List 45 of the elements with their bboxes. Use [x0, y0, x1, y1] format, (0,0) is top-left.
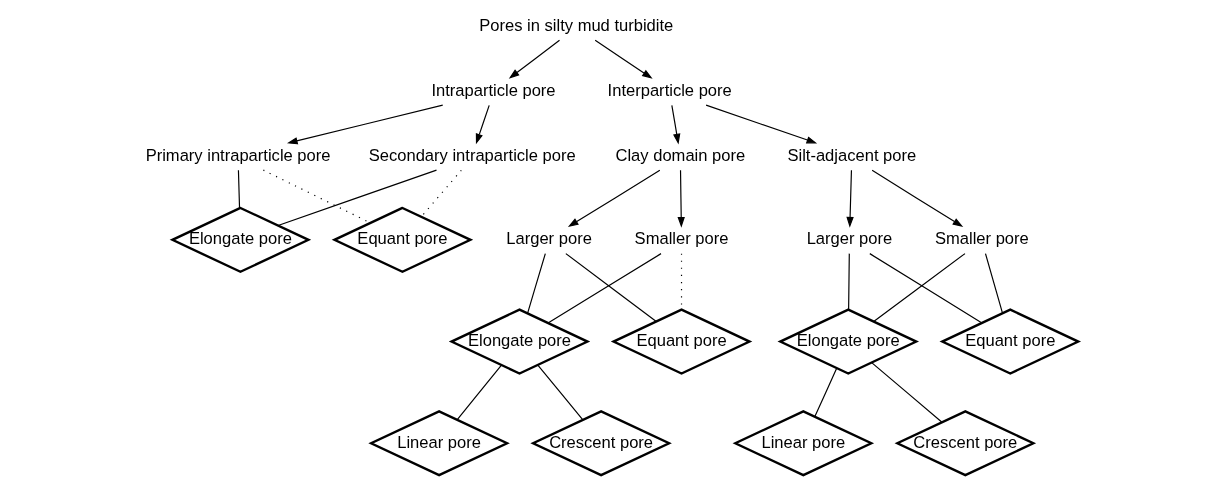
- connector: [536, 364, 583, 421]
- node-text: Secondary intraparticle pore: [368, 145, 576, 165]
- node-text: Smaller pore: [934, 229, 1029, 249]
- node-text: Interparticle pore: [607, 80, 732, 100]
- node-text: Larger pore: [806, 229, 892, 249]
- node-text: Primary intraparticle pore: [145, 145, 330, 165]
- arrow: [677, 169, 685, 228]
- connector: [456, 364, 502, 421]
- connector: [868, 253, 983, 324]
- arrow: [508, 39, 560, 79]
- node-text: Intraparticle pore: [430, 80, 556, 100]
- connector: [526, 253, 546, 314]
- node-diamond: Crescent pore: [529, 410, 672, 477]
- arrow: [286, 104, 443, 145]
- node-text: Larger pore: [505, 229, 592, 249]
- connector: [870, 362, 942, 423]
- connector: [277, 169, 437, 227]
- arrow: [705, 104, 817, 144]
- connector: [237, 169, 240, 209]
- connector: [847, 253, 850, 311]
- connector: [813, 367, 837, 418]
- arrow: [670, 104, 680, 145]
- arrow: [845, 169, 854, 228]
- node-diamond: Elongate pore: [448, 308, 590, 375]
- arrow: [567, 169, 660, 228]
- node-text: Smaller pore: [634, 229, 728, 249]
- connector: [564, 253, 657, 323]
- arrow: [594, 39, 653, 79]
- connector: [420, 169, 462, 218]
- node-diamond: Equant pore: [939, 308, 1081, 375]
- arrow: [475, 104, 490, 145]
- node-diamond: Linear pore: [732, 410, 874, 477]
- connector: [872, 253, 966, 323]
- node-diamond: Linear pore: [367, 410, 510, 477]
- node-text: Clay domain pore: [615, 145, 745, 165]
- connector: [984, 253, 1003, 314]
- node-text: Silt-adjacent pore: [786, 145, 916, 165]
- arrow: [871, 169, 963, 228]
- node-diamond: Equant pore: [610, 308, 752, 375]
- node-diamond: Equant pore: [331, 206, 473, 274]
- connector: [546, 253, 662, 324]
- node-diamond: Crescent pore: [894, 410, 1036, 477]
- node-diamond: Elongate pore: [169, 206, 311, 274]
- node-diamond: Elongate pore: [777, 308, 919, 375]
- node-text: Pores in silty mud turbidite: [478, 15, 673, 35]
